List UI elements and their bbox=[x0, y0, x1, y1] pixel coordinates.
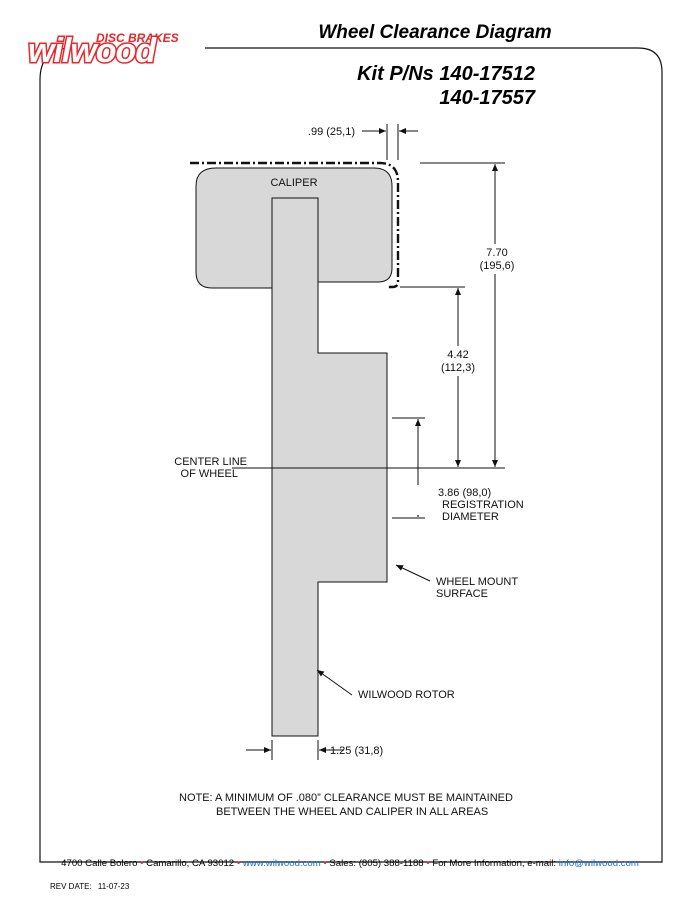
footer-separator: • bbox=[237, 858, 243, 869]
rev-date-label: REV DATE: bbox=[50, 882, 92, 891]
leader-mount-surface bbox=[395, 564, 431, 582]
logo-brand: wilwood bbox=[28, 32, 157, 70]
footer-separator: • bbox=[426, 858, 432, 869]
leader-rotor bbox=[316, 669, 353, 696]
center-line-label-1: CENTER LINE bbox=[174, 456, 247, 468]
rev-date-value: 11-07-23 bbox=[98, 882, 130, 891]
rotor-shape bbox=[271, 197, 388, 737]
footer-info: For More Information, e-mail: bbox=[432, 858, 558, 869]
clearance-envelope bbox=[190, 161, 400, 289]
footer-website-link[interactable]: www.wilwood.com bbox=[242, 858, 321, 869]
clearance-note-line2: BETWEEN THE WHEEL AND CALIPER IN ALL ARE… bbox=[216, 806, 488, 818]
dim-bg bbox=[476, 244, 516, 274]
caliper-label: CALIPER bbox=[270, 177, 317, 189]
footer-address: 4700 Calle Bolero bbox=[61, 858, 137, 869]
dim-top-offset: .99 (25,1) bbox=[308, 126, 355, 138]
footer-email-link[interactable]: info@wilwood.com bbox=[559, 858, 639, 869]
page-border bbox=[39, 47, 663, 863]
dim-registration-2: REGISTRATION bbox=[442, 499, 524, 511]
dim-registration-1: 3.86 (98,0) bbox=[438, 487, 491, 499]
dim-height-2-mm: (112,3) bbox=[441, 362, 475, 374]
logo-tagline: DISC BRAKES bbox=[96, 31, 179, 45]
footer-sales: Sales: (805) 388-1188 bbox=[329, 858, 423, 869]
footer-contact: 4700 Calle Bolero • Camarillo, CA 93012 … bbox=[61, 858, 639, 869]
wilwood-logo: DISC BRAKES wilwood bbox=[27, 31, 179, 72]
footer-separator: • bbox=[323, 858, 329, 869]
rotor-label: WILWOOD ROTOR bbox=[358, 689, 455, 701]
dim-bg bbox=[412, 485, 424, 515]
rev-date: REV DATE: 11-07-23 bbox=[50, 882, 130, 891]
kit-numbers-line2: 140-17557 bbox=[439, 87, 536, 109]
center-line-label-2: OF WHEEL bbox=[181, 468, 238, 480]
dim-height-2: 4.42 bbox=[447, 349, 468, 361]
footer-separator: • bbox=[140, 858, 146, 869]
dim-registration-3: DIAMETER bbox=[442, 511, 499, 523]
mount-surface-label-2: SURFACE bbox=[436, 588, 488, 600]
dim-bg bbox=[437, 346, 479, 376]
mount-surface-label-1: WHEEL MOUNT bbox=[436, 576, 518, 588]
kit-numbers-line1: Kit P/Ns 140-17512 bbox=[357, 63, 535, 85]
clearance-note-line1: NOTE: A MINIMUM OF .080” CLEARANCE MUST … bbox=[179, 792, 513, 804]
page-title: Wheel Clearance Diagram bbox=[318, 22, 551, 43]
footer-city: Camarillo, CA 93012 bbox=[146, 858, 234, 869]
dim-height-1-mm: (195,6) bbox=[480, 260, 515, 272]
dim-width: 1.25 (31,8) bbox=[330, 745, 383, 757]
dim-height-1: 7.70 bbox=[486, 247, 507, 259]
